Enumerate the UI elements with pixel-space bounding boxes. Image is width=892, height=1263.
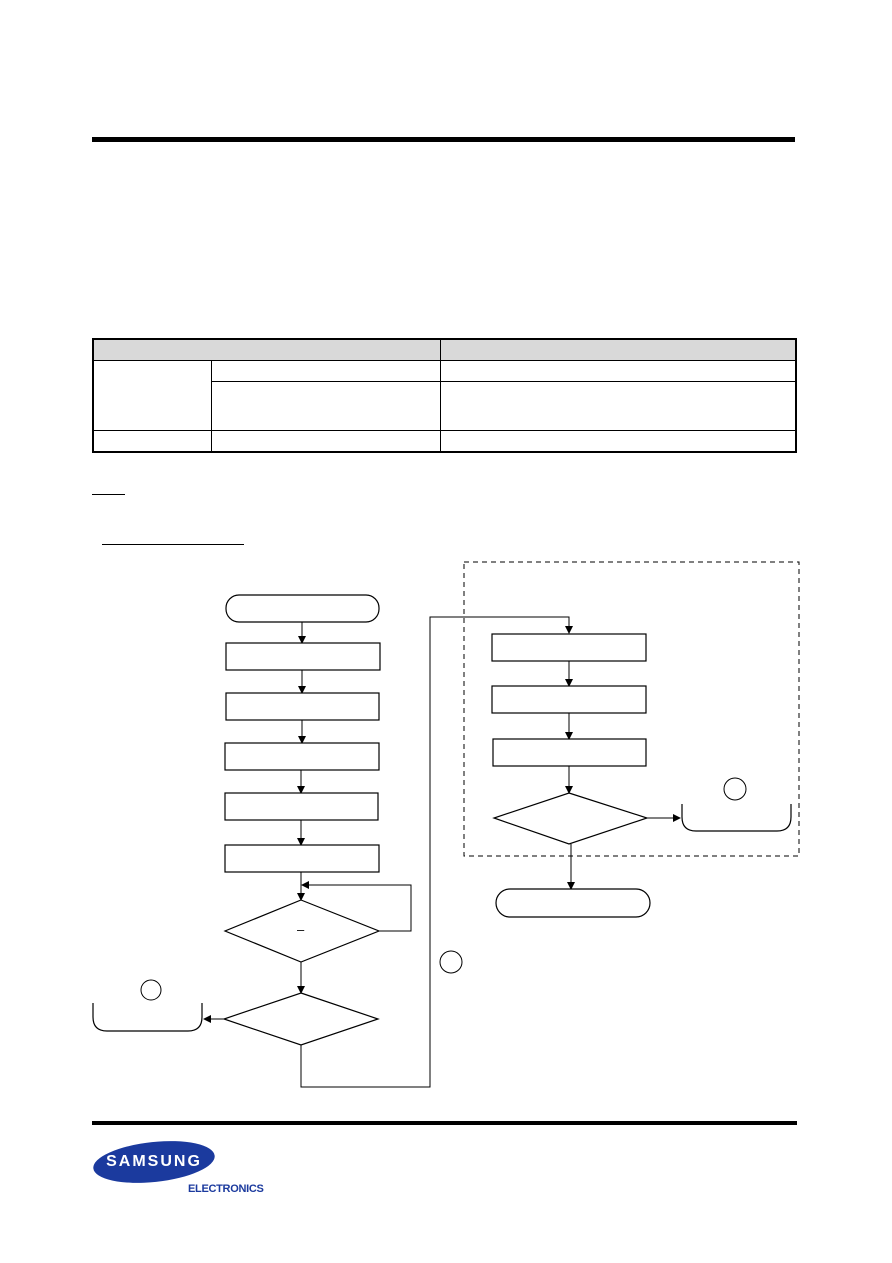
check-decision	[222, 992, 380, 1046]
connector-circle	[140, 979, 162, 1001]
table-row	[92, 360, 797, 431]
off-page-terminator	[92, 1003, 203, 1032]
process-box	[491, 685, 647, 714]
table-cell	[92, 360, 213, 431]
process-box	[225, 692, 380, 721]
heading-underline	[102, 544, 244, 545]
table-header-cell	[439, 338, 797, 361]
process-box	[492, 738, 647, 767]
table-cell	[211, 381, 441, 431]
samsung-logo: SAMSUNG	[92, 1139, 216, 1185]
footer-rule	[92, 1121, 797, 1125]
process-box	[224, 742, 380, 771]
spec-table	[92, 338, 797, 453]
start-terminator	[225, 594, 380, 623]
table-header-cell	[92, 338, 441, 361]
connector-circle	[723, 777, 747, 801]
table-cell	[439, 430, 797, 453]
table-cell	[211, 430, 441, 453]
table-row	[92, 430, 797, 453]
verify-decision	[492, 792, 649, 845]
process-box	[491, 633, 647, 662]
process-box	[225, 642, 381, 671]
note-underline	[92, 494, 125, 495]
end-terminator	[495, 888, 651, 918]
loop-back-arrow	[301, 881, 412, 932]
route-arrow	[300, 616, 573, 1088]
header-rule	[92, 137, 795, 142]
process-box	[224, 844, 380, 873]
table-header-row	[92, 338, 797, 361]
off-page-terminator	[681, 804, 792, 832]
process-box	[224, 792, 379, 821]
logo-division-text: ELECTRONICS	[188, 1183, 264, 1195]
table-row	[93, 381, 797, 431]
dashed-group-box	[463, 561, 800, 857]
connector-circle	[439, 950, 463, 974]
table-cell	[439, 381, 797, 431]
logo-brand-text: SAMSUNG	[106, 1153, 202, 1170]
decision-symbol: –	[297, 922, 305, 937]
logo-ellipse-icon	[93, 1141, 215, 1183]
